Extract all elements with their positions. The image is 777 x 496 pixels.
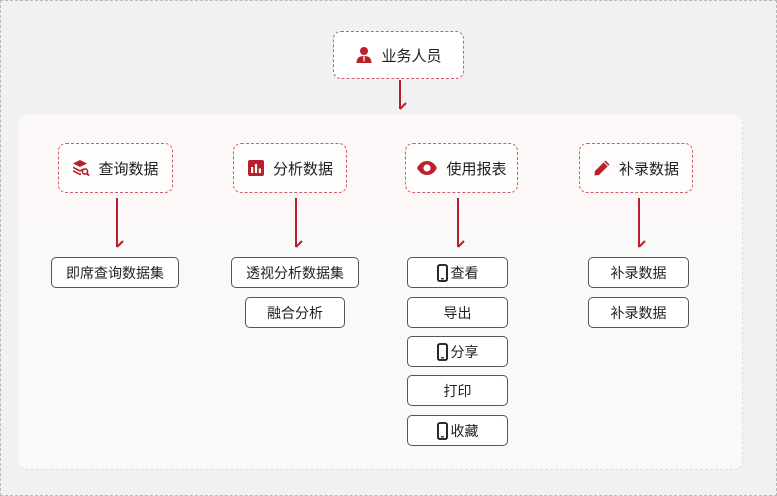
leaf-supplement-data-2[interactable]: 补录数据 [588,297,689,328]
pencil-icon [593,159,611,177]
root-node-label: 业务人员 [381,46,442,65]
mobile-phone-icon [436,263,448,282]
leaf-adhoc-query-dataset[interactable]: 即席查询数据集 [51,257,179,288]
leaf-label: 收藏 [450,423,479,440]
category-label: 查询数据 [98,159,159,178]
category-node-query-data: 查询数据 [58,143,173,193]
leaf-label: 即席查询数据集 [66,265,164,282]
connector-arrow-reports [452,198,466,250]
leaf-share[interactable]: 分享 [407,336,508,367]
leaf-favorite[interactable]: 收藏 [407,415,508,446]
leaf-label: 分享 [450,344,479,361]
leaf-label: 查看 [450,265,479,282]
connector-arrow-root [393,80,407,112]
category-node-supplement-data: 补录数据 [579,143,693,193]
category-node-analyze-data: 分析数据 [233,143,347,193]
leaf-label: 打印 [443,383,472,400]
eye-icon [416,159,438,177]
leaf-supplement-data-1[interactable]: 补录数据 [588,257,689,288]
leaf-label: 补录数据 [610,305,667,322]
leaf-fusion-analysis[interactable]: 融合分析 [245,297,345,328]
mobile-phone-icon [436,342,448,361]
user-icon [355,46,373,64]
connector-arrow-analyze [290,198,304,250]
mobile-phone-icon [436,421,448,440]
connector-arrow-supplement [633,198,647,250]
category-label: 分析数据 [272,159,333,178]
leaf-export[interactable]: 导出 [407,297,508,328]
category-node-use-reports: 使用报表 [405,143,518,193]
leaf-label: 导出 [443,305,472,322]
leaf-label: 补录数据 [610,265,667,282]
leaf-label: 透视分析数据集 [246,265,344,282]
layers-search-icon [72,159,91,177]
leaf-view[interactable]: 查看 [407,257,508,288]
connector-arrow-query [111,198,125,250]
category-label: 补录数据 [618,159,679,178]
leaf-label: 融合分析 [267,305,323,322]
root-node-business-user: 业务人员 [333,31,464,79]
leaf-pivot-analysis-dataset[interactable]: 透视分析数据集 [231,257,359,288]
bar-chart-icon [247,159,265,177]
category-label: 使用报表 [446,159,507,178]
leaf-print[interactable]: 打印 [407,375,508,406]
